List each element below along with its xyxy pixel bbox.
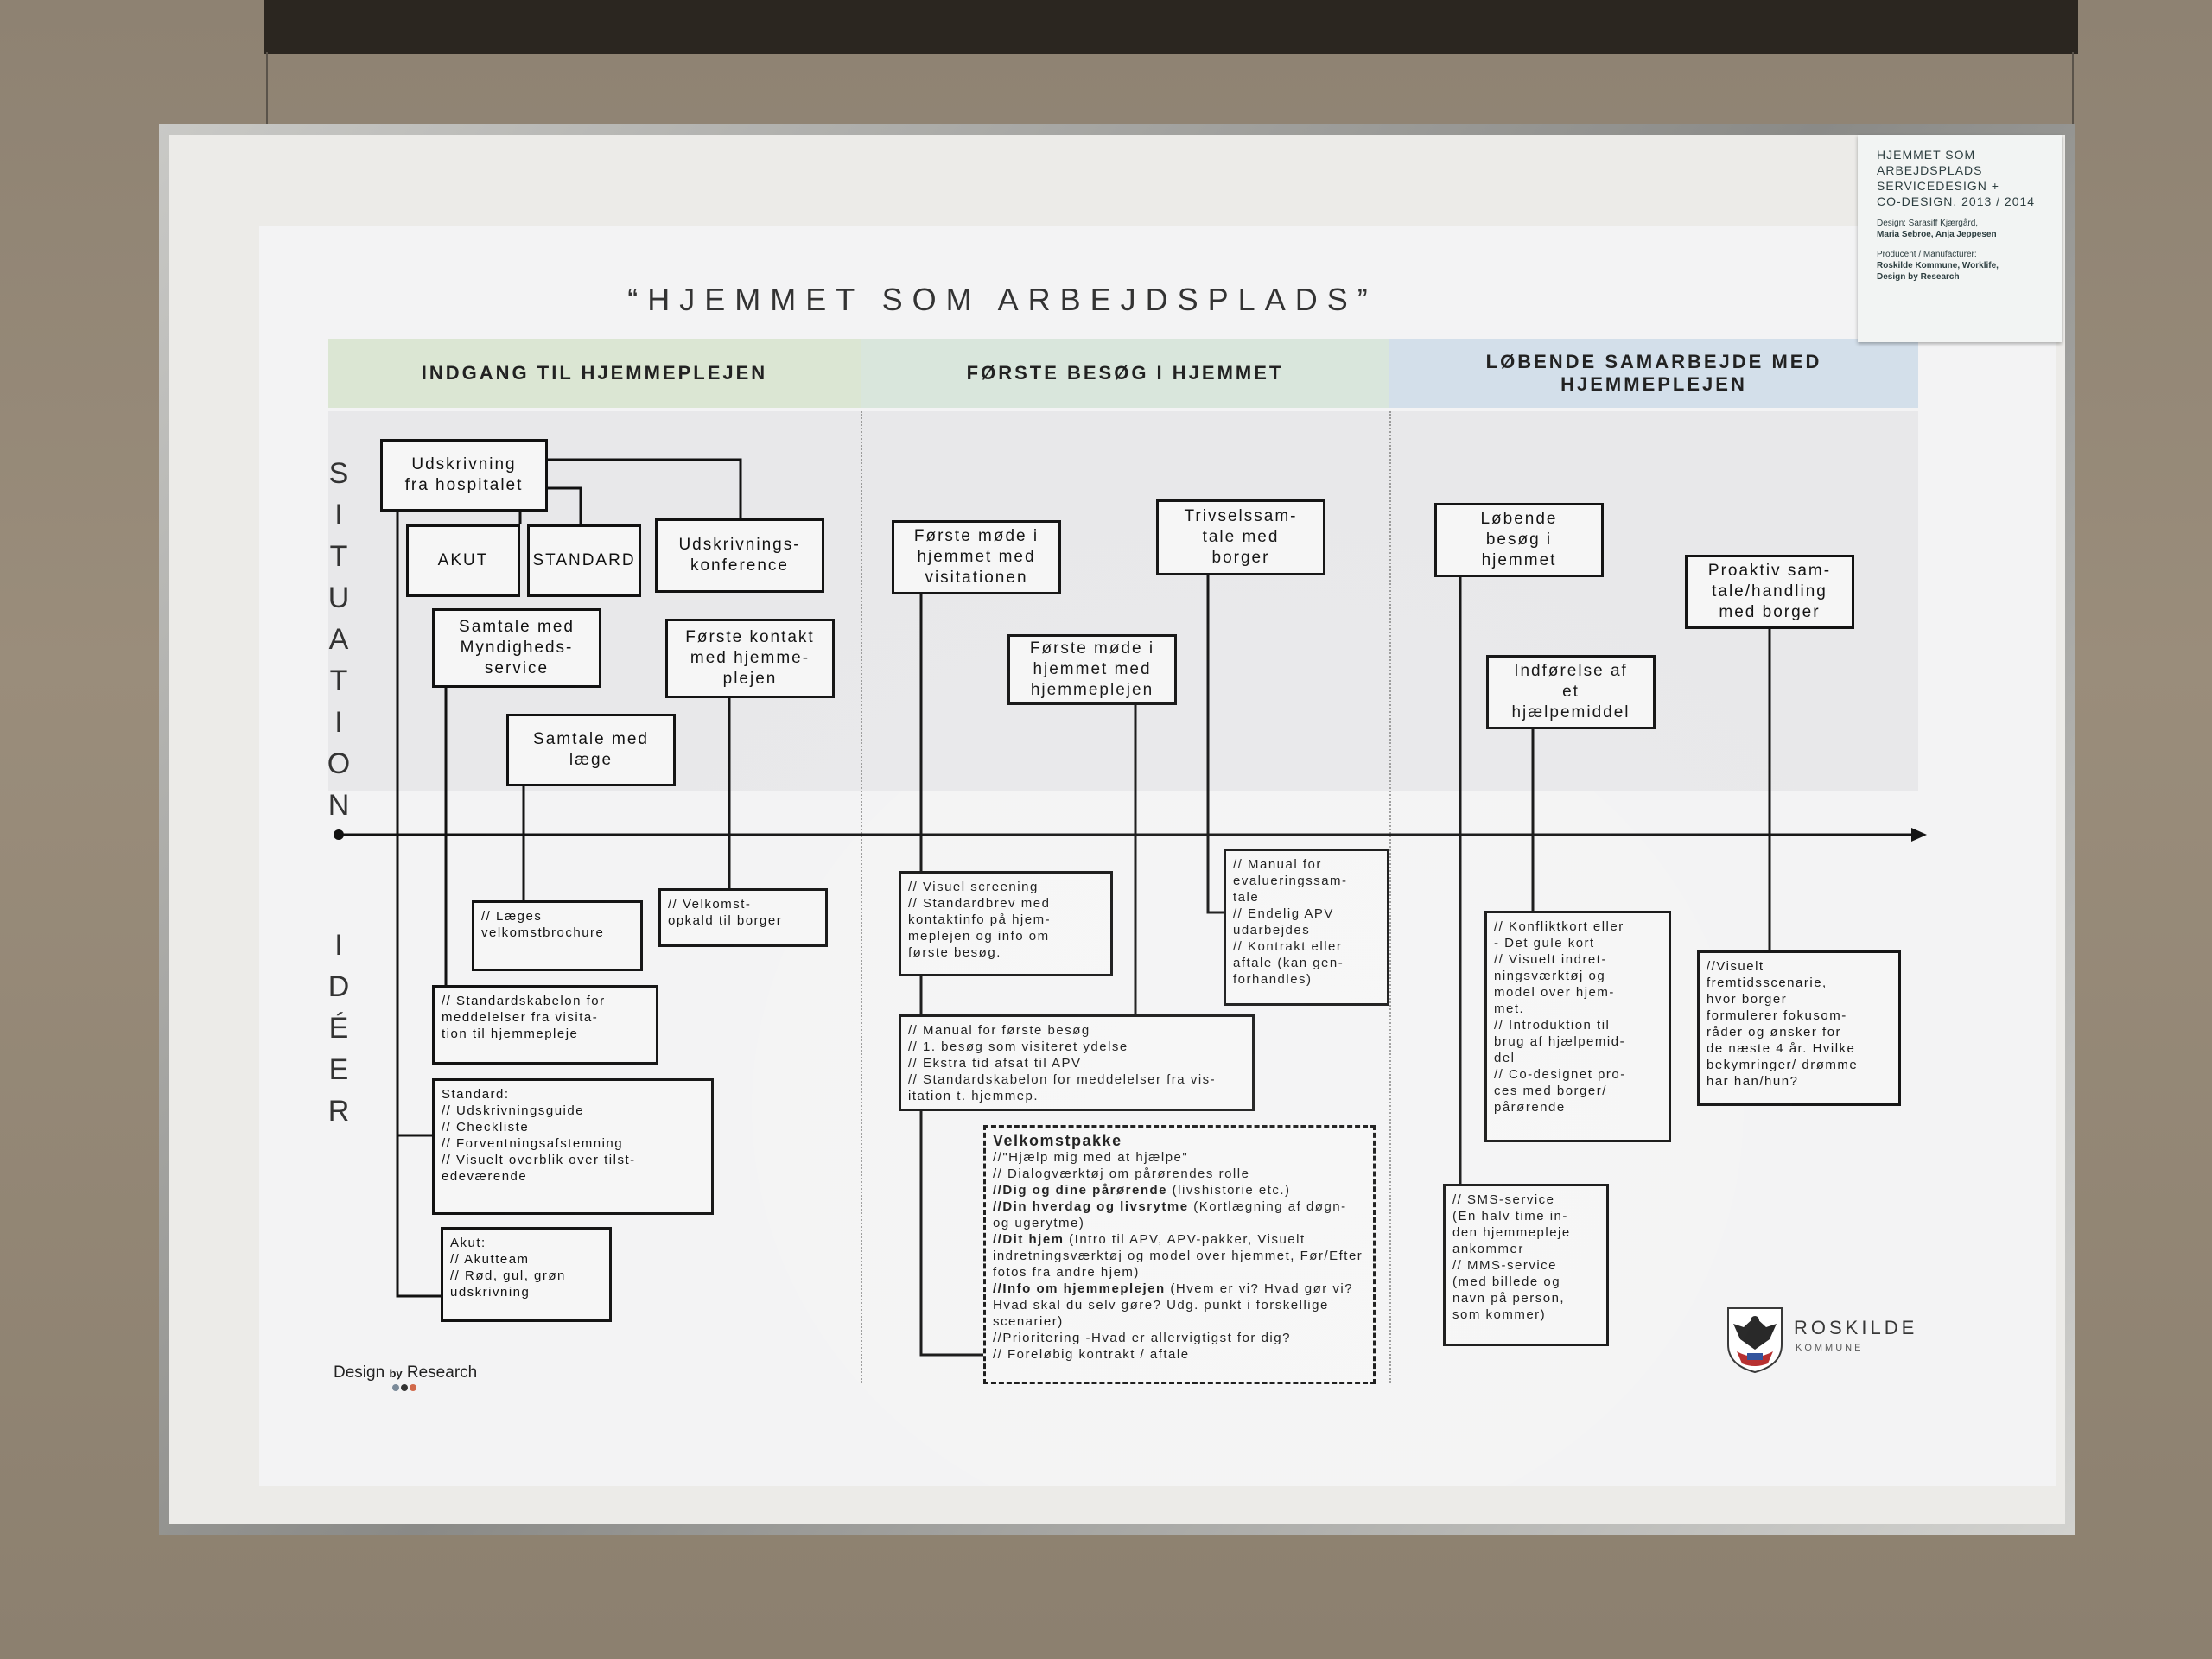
row-label-letter: U [327,582,350,614]
velkomstpakke-line: // Dialogværktøj om pårørendes rolle [993,1166,1366,1182]
velkomstpakke-line-bold: //Din hverdag og livsrytme [993,1199,1189,1214]
row-label-letter: I [334,929,343,962]
velkomstpakke-line-text: (Kortlægning af døgn- og ugerytme) [993,1199,1347,1230]
idea-sms-service: // SMS-service (En halv time in- den hje… [1443,1184,1609,1346]
logo-design: Design [334,1363,385,1382]
row-label-letter: T [329,664,348,697]
poster-title: “HJEMMET SOM ARBEJDSPLADS” [627,282,1377,317]
row-label-letter: N [327,789,350,822]
idea-velkomstpakke: Velkomstpakke //"Hjælp mig med at hjælpe… [983,1125,1376,1384]
row-label-letter: O [327,747,351,780]
velkomstpakke-line-bold: //Dig og dine pårørende [993,1183,1168,1198]
velkomstpakke-title: Velkomstpakke [993,1132,1122,1149]
phase-separator [1389,411,1391,1382]
box-udskrivning: Udskrivning fra hospitalet [380,439,548,512]
velkomstpakke-line-text: (livshistorie etc.) [1167,1183,1291,1198]
box-visitation: Første møde i hjemmet med visitationen [892,520,1061,594]
box-hjaelpemiddel: Indførelse af et hjælpemiddel [1486,655,1656,729]
velkomstpakke-line: //Dit hjem (Intro til APV, APV-pakker, V… [993,1231,1366,1281]
hanging-wire [2072,52,2074,131]
velkomstpakke-line-text: (Hvem er vi? Hvad gør vi? Hvad skal du s… [993,1281,1354,1329]
velkomstpakke-line-text: (Intro til APV, APV-pakker, Visuelt indr… [993,1232,1363,1280]
row-label-letter: T [329,540,348,573]
box-standard: STANDARD [527,524,641,597]
idea-akut: Akut: // Akutteam // Rød, gul, grøn udsk… [441,1227,612,1322]
label-producer-line2: Design by Research [1877,272,1960,282]
velkomstpakke-line: // Foreløbig kontrakt / aftale [993,1346,1366,1363]
velkomstpakke-lines: //"Hjælp mig med at hjælpe"// Dialogværk… [993,1149,1366,1363]
velkomstpakke-line: //Din hverdag og livsrytme (Kortlægning … [993,1198,1366,1231]
velkomstpakke-line-text: //"Hjælp mig med at hjælpe" [993,1150,1189,1165]
row-label-letter: R [327,1095,350,1128]
velkomstpakke-line: //"Hjælp mig med at hjælpe" [993,1149,1366,1166]
row-label-letter: A [328,623,349,656]
velkomstpakke-line: //Prioritering -Hvad er allervigtigst fo… [993,1330,1366,1346]
museum-label-card: HJEMMET SOM ARBEJDSPLADS SERVICEDESIGN +… [1858,135,2062,342]
idea-visuel-screening: // Visuel screening // Standardbrev med … [899,871,1113,976]
velkomstpakke-line: //Dig og dine pårørende (livshistorie et… [993,1182,1366,1198]
design-by-research-logo: Design by Research [334,1363,477,1382]
roskilde-crest-icon [1727,1307,1783,1374]
logo-by: by [389,1367,403,1380]
velkomstpakke-line-bold: //Info om hjemmeplejen [993,1281,1166,1296]
idea-manual-evaluering: // Manual for evalueringssam- tale // En… [1224,849,1389,1006]
idea-laeges-brochure: // Læges velkomstbrochure [472,900,643,971]
timeline-arrowhead [1911,828,1927,842]
logo-dots-icon [392,1384,416,1391]
logo-research: Research [406,1363,478,1382]
velkomstpakke-line-bold: //Dit hjem [993,1232,1065,1247]
label-design-line1: Design: Sarasiff Kjærgård, [1877,219,1979,228]
phase-separator [861,411,862,1382]
velkomstpakke-line-text: //Prioritering -Hvad er allervigtigst fo… [993,1331,1291,1345]
label-producer-heading: Producent / Manufacturer: [1877,250,1977,259]
label-design-line2: Maria Sebroe, Anja Jeppesen [1877,230,1997,239]
phase-forste-besog: FØRSTE BESØG I HJEMMET [861,339,1389,408]
hanging-wire [266,52,268,131]
row-label-letter: S [328,457,349,490]
box-trivsel: Trivselssam- tale med borger [1156,499,1325,575]
row-label-letter: E [328,1053,349,1086]
roskilde-kommune: KOMMUNE [1796,1343,1864,1353]
idea-konfliktkort: // Konfliktkort eller - Det gule kort //… [1484,911,1671,1142]
idea-standard: Standard: // Udskrivningsguide // Checkl… [432,1078,714,1215]
roskilde-name: ROSKILDE [1794,1317,1918,1338]
box-lobende: Løbende besøg i hjemmet [1434,503,1604,577]
box-konference: Udskrivnings- konference [655,518,824,593]
box-akut: AKUT [406,524,520,597]
velkomstpakke-line-text: // Dialogværktøj om pårørendes rolle [993,1166,1250,1181]
row-label-letter: É [328,1012,349,1045]
idea-manual-forste-besog: // Manual for første besøg // 1. besøg s… [899,1014,1255,1111]
label-producer: Producent / Manufacturer: Roskilde Kommu… [1877,249,2043,283]
frame-above [264,0,2078,54]
label-producer-line1: Roskilde Kommune, Worklife, [1877,261,1999,270]
label-design: Design: Sarasiff Kjærgård, Maria Sebroe,… [1877,218,2043,240]
row-label-letter: D [327,970,350,1003]
row-label-letter: I [334,706,343,739]
velkomstpakke-line: //Info om hjemmeplejen (Hvem er vi? Hvad… [993,1281,1366,1330]
velkomstpakke-line-text: // Foreløbig kontrakt / aftale [993,1347,1190,1362]
box-laege: Samtale med læge [506,714,676,786]
box-hjemmepleje: Første møde i hjemmet med hjemmeplejen [1007,634,1177,705]
box-kontakt: Første kontakt med hjemme- plejen [665,619,835,698]
label-title: HJEMMET SOM ARBEJDSPLADS SERVICEDESIGN +… [1877,148,2036,208]
phase-lobende: LØBENDE SAMARBEJDE MED HJEMMEPLEJEN [1389,339,1918,408]
idea-standardskabelon: // Standardskabelon for meddelelser fra … [432,985,658,1065]
idea-velkomst-opkald: // Velkomst- opkald til borger [658,888,828,947]
box-myndighed: Samtale med Myndigheds- service [432,608,601,688]
idea-fremtidsscenarie: //Visuelt fremtidsscenarie, hvor borger … [1697,950,1901,1106]
connector-lines [334,458,1927,1357]
poster: “HJEMMET SOM ARBEJDSPLADS” INDGANG TIL H… [259,226,2056,1486]
timeline-start [334,830,344,840]
box-proaktiv: Proaktiv sam- tale/handling med borger [1685,555,1854,629]
phase-indgang: INDGANG TIL HJEMMEPLEJEN [328,339,861,408]
row-label-letter: I [334,499,343,531]
